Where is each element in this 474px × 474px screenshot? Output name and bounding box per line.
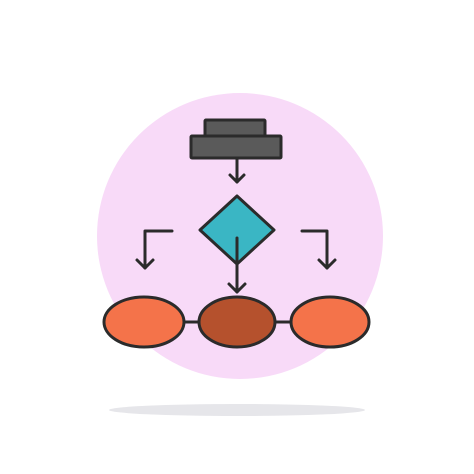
arrow-down-icon (227, 236, 247, 294)
arrow-down-icon (228, 156, 246, 184)
branch-right-arrow-icon (300, 229, 337, 270)
flowchart-icon (102, 118, 371, 349)
oval-right-icon (289, 295, 371, 349)
oval-left-icon (102, 295, 186, 349)
oval-center-icon (197, 295, 277, 349)
branch-left-arrow-icon (135, 229, 174, 270)
ground-shadow (109, 404, 365, 416)
process-block-icon (189, 118, 283, 160)
